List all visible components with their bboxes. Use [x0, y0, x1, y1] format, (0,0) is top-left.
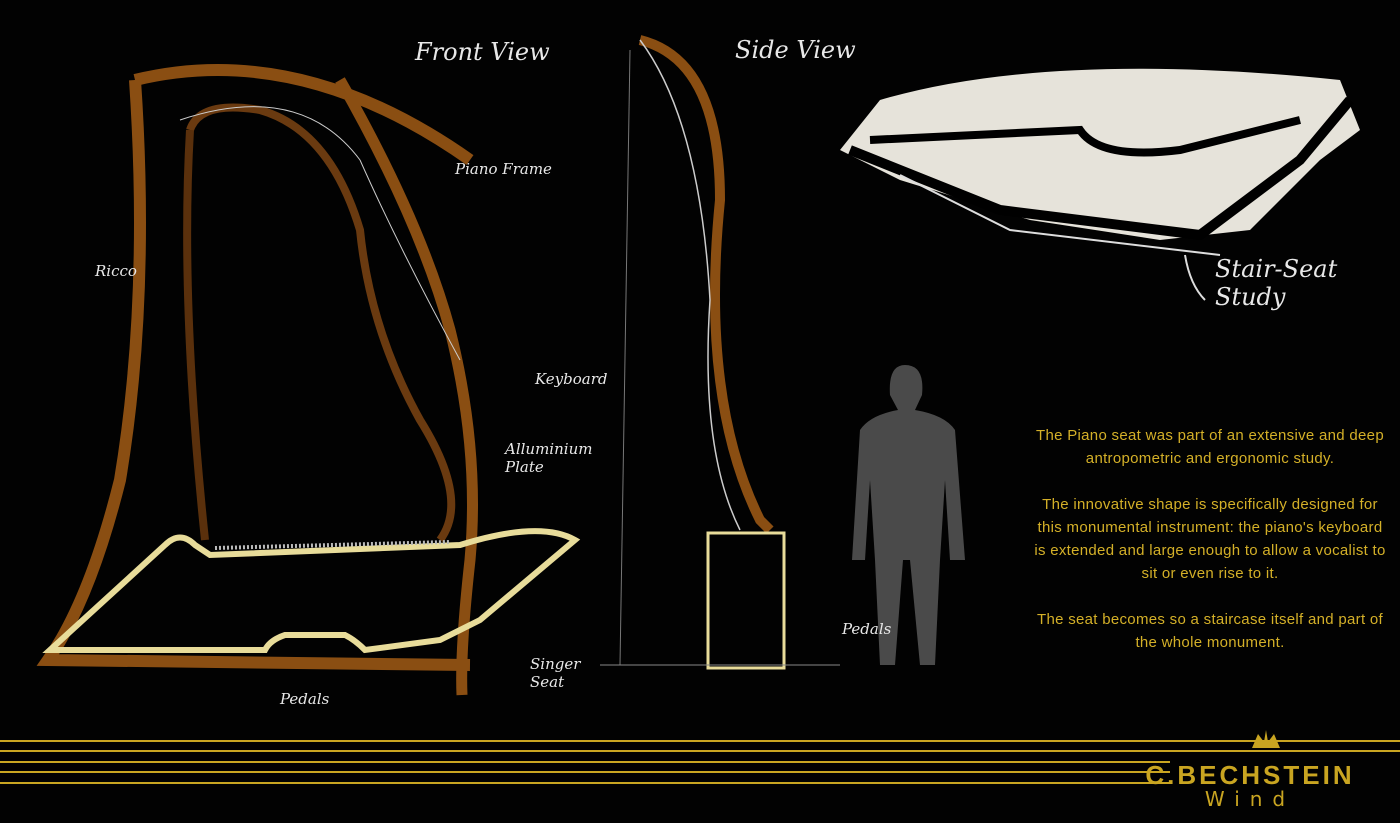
front-frame-outer — [133, 64, 474, 165]
label-piano-frame: Piano Frame — [455, 160, 552, 178]
label-front-view: Front View — [415, 38, 550, 66]
brand-name: C.BECHSTEIN — [1145, 760, 1355, 790]
label-keyboard: Keyboard — [535, 370, 608, 388]
brand-sub: Wind — [1204, 787, 1296, 811]
label-pedals-side: Pedals — [842, 620, 892, 638]
label-pedals-front: Pedals — [280, 690, 330, 708]
crown-icon — [1252, 730, 1280, 748]
side-frame — [638, 35, 774, 534]
description-p2: The innovative shape is specifically des… — [1034, 496, 1386, 582]
gold-staff-lines — [0, 740, 1400, 784]
label-ricco: Ricco — [95, 262, 137, 280]
label-stair-seat-study: Stair-Seat Study — [1215, 255, 1338, 311]
label-singer-seat: Singer Seat — [530, 655, 581, 691]
human-silhouette-icon — [852, 365, 965, 665]
label-alluminium-plate: Alluminium Plate — [505, 440, 593, 476]
label-side-view: Side View — [735, 36, 856, 64]
description-p3: The seat becomes so a staircase itself a… — [1036, 611, 1383, 651]
front-frame-left — [36, 79, 471, 671]
description: The Piano seat was part of an extensive … — [1030, 424, 1390, 677]
front-frame-right — [335, 77, 478, 696]
description-p1: The Piano seat was part of an extensive … — [1036, 427, 1384, 467]
front-frame-inner — [186, 103, 456, 543]
front-seat — [42, 528, 581, 654]
side-seat — [706, 531, 786, 670]
brand-logo: C.BECHSTEIN Wind — [1130, 760, 1370, 811]
stair-seat-sketch — [840, 68, 1360, 240]
